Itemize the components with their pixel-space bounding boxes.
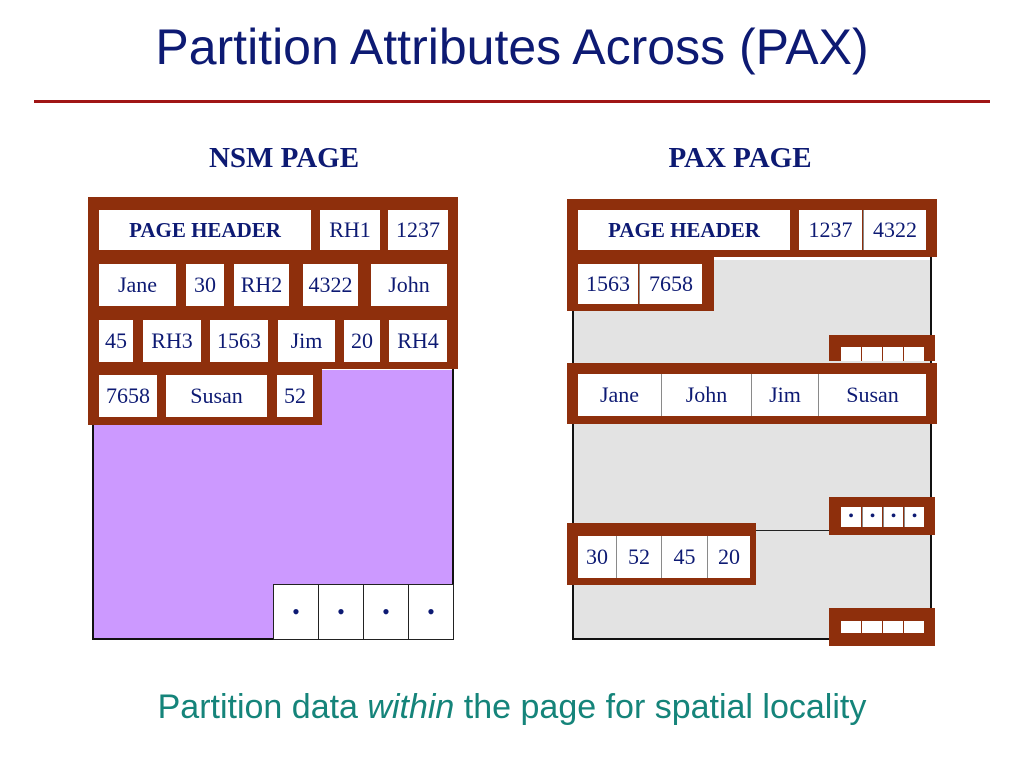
nsm-id-4322: 4322 bbox=[303, 264, 358, 306]
pax-page-header: PAGE HEADER bbox=[578, 210, 790, 250]
nsm-rh3: RH3 bbox=[143, 320, 201, 362]
presence-bit-dot: • bbox=[904, 507, 924, 527]
caption-emphasis: within bbox=[367, 688, 455, 726]
presence-bit-dot: • bbox=[841, 507, 861, 527]
presence-bit bbox=[841, 347, 861, 361]
nsm-id-1563: 1563 bbox=[210, 320, 268, 362]
nsm-age-30: 30 bbox=[186, 264, 224, 306]
nsm-rh4: RH4 bbox=[389, 320, 447, 362]
nsm-rh1: RH1 bbox=[320, 210, 380, 250]
pax-id-1237: 1237 bbox=[799, 210, 862, 250]
nsm-offset-slot: • bbox=[318, 584, 364, 640]
nsm-age-45: 45 bbox=[99, 320, 133, 362]
nsm-offset-slot: • bbox=[363, 584, 409, 640]
nsm-name-jane: Jane bbox=[99, 264, 176, 306]
presence-bit bbox=[883, 621, 903, 633]
nsm-age-20: 20 bbox=[344, 320, 380, 362]
pax-id-1563: 1563 bbox=[578, 264, 638, 304]
nsm-label: NSM PAGE bbox=[208, 142, 360, 174]
pax-age-20: 20 bbox=[707, 536, 750, 578]
pax-age-45: 45 bbox=[661, 536, 707, 578]
slide-title: Partition Attributes Across (PAX) bbox=[155, 19, 869, 75]
nsm-page-header: PAGE HEADER bbox=[99, 210, 311, 250]
nsm-name-jim: Jim bbox=[278, 320, 335, 362]
pax-age-30: 30 bbox=[578, 536, 616, 578]
slide-caption: Partition data within the page for spati… bbox=[0, 688, 1024, 727]
presence-bit bbox=[841, 621, 861, 633]
pax-id-7658: 7658 bbox=[639, 264, 702, 304]
pax-label: PAX PAGE bbox=[668, 142, 812, 174]
pax-name-jim: Jim bbox=[751, 374, 818, 416]
presence-bit bbox=[904, 347, 924, 361]
presence-bit bbox=[862, 347, 882, 361]
presence-bit-dot: • bbox=[883, 507, 903, 527]
presence-bit bbox=[904, 621, 924, 633]
pax-name-susan: Susan bbox=[818, 374, 926, 416]
nsm-offset-slot: • bbox=[408, 584, 454, 640]
nsm-id-7658: 7658 bbox=[99, 375, 157, 417]
caption-after: the page for spatial locality bbox=[454, 688, 867, 726]
nsm-rh2: RH2 bbox=[234, 264, 289, 306]
nsm-offset-slot: • bbox=[273, 584, 319, 640]
nsm-id-1237: 1237 bbox=[388, 210, 448, 250]
title-rule bbox=[34, 100, 990, 103]
presence-bit bbox=[862, 621, 882, 633]
nsm-name-john: John bbox=[371, 264, 447, 306]
caption-before: Partition data bbox=[157, 688, 368, 726]
pax-id-4322: 4322 bbox=[863, 210, 926, 250]
nsm-name-susan: Susan bbox=[166, 375, 267, 417]
pax-age-52: 52 bbox=[616, 536, 661, 578]
pax-name-john: John bbox=[661, 374, 751, 416]
presence-bit bbox=[883, 347, 903, 361]
presence-bit-dot: • bbox=[862, 507, 882, 527]
pax-name-jane: Jane bbox=[578, 374, 661, 416]
nsm-age-52: 52 bbox=[277, 375, 313, 417]
